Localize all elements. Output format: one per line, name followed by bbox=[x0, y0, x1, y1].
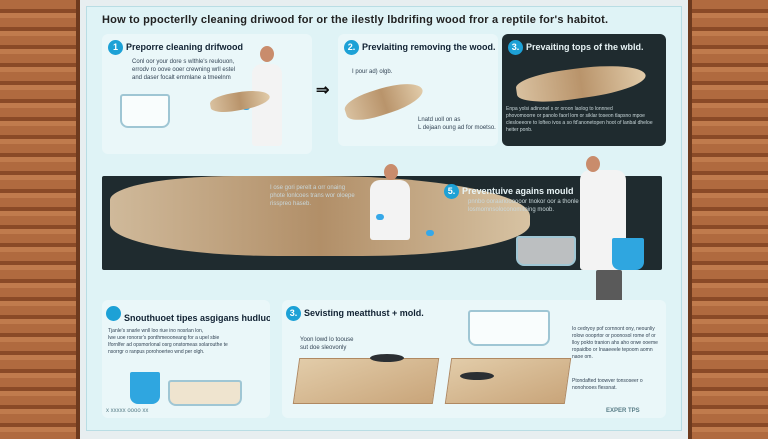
panel-2: 2.Prevlaiting removing the wood. I pour … bbox=[338, 34, 498, 146]
plastic-tub bbox=[516, 236, 576, 266]
driftwood-piece bbox=[341, 76, 427, 126]
blue-bucket bbox=[612, 238, 644, 270]
person-legs bbox=[596, 270, 622, 304]
panel-7-right-text: Io cedryoy pof cornnont ony, neounliy ro… bbox=[572, 326, 658, 360]
large-driftwood bbox=[110, 176, 530, 256]
panel-1-text: Conl oor your dore s wlthle's reulouon, … bbox=[132, 59, 236, 81]
step-badge: 3. bbox=[286, 306, 301, 321]
wood-plank bbox=[292, 358, 440, 404]
panel-5-heading: 5.Preventuive agains mould bbox=[444, 184, 574, 199]
right-wooden-shutter bbox=[688, 0, 768, 439]
step-badge bbox=[106, 306, 121, 321]
panel-6-text: Tjanle's snarle wnll loo riue ino nosrla… bbox=[108, 328, 228, 355]
panel-7: 3.Sevisting meatthust + mold. Yoon lowd … bbox=[282, 300, 666, 418]
panel-6-heading: Snouthuoet tipes asgigans hudluon. bbox=[106, 306, 270, 323]
panel-3-heading: 3.Prevaiting tops of the wbld. bbox=[508, 40, 644, 55]
blue-bucket bbox=[130, 372, 160, 404]
person-scrubbing bbox=[370, 180, 410, 240]
sand-tray bbox=[168, 380, 242, 406]
lizard bbox=[460, 372, 494, 380]
glove bbox=[426, 230, 434, 236]
panel-3: 3.Prevaiting tops of the wbld. Enpa yols… bbox=[502, 34, 666, 146]
page-title: How to ppocterlly cleaning driwood for o… bbox=[102, 14, 609, 26]
panel-4-text: I ose gori perelt a orr onaing phote lon… bbox=[270, 185, 355, 207]
panel-2-note: Lnatd uoll on as L dejaan oung ad for mo… bbox=[418, 117, 496, 131]
panel-3-text: Enpa yolsi adinonel s or oroon laolog to… bbox=[506, 106, 653, 133]
panel-7-right-text-2: Ptondafted toowver tonsoseer o nonohooes… bbox=[572, 378, 643, 391]
panel-5-text: pnnbo ooraanoooooor tnokor oor a thonle … bbox=[468, 199, 579, 213]
driftwood-piece bbox=[514, 59, 648, 107]
step-1-badge: 1 bbox=[108, 40, 123, 55]
person-head bbox=[586, 156, 600, 172]
expert-tips-label: EXPER TPS bbox=[606, 408, 640, 414]
panel-2-heading: 2.Prevlaiting removing the wood. bbox=[344, 40, 496, 55]
person-head bbox=[260, 46, 274, 62]
plastic-tub bbox=[468, 310, 550, 346]
plastic-tub bbox=[120, 94, 170, 128]
panel-6-icons: x xxxxx oooo xx bbox=[106, 408, 149, 414]
panel-2-text: I pour ad) olgb. bbox=[352, 69, 393, 75]
wood-plank bbox=[444, 358, 572, 404]
left-wooden-shutter bbox=[0, 0, 80, 439]
lizard bbox=[370, 354, 404, 362]
step-2-badge: 2. bbox=[344, 40, 359, 55]
panel-7-heading: 3.Sevisting meatthust + mold. bbox=[286, 306, 424, 321]
panel-7-text: Yoon lowd lo toouse sut doe sleovonly bbox=[300, 337, 354, 351]
step-3-badge: 3. bbox=[508, 40, 523, 55]
arrow-right-icon: ⇒ bbox=[316, 82, 330, 99]
step-5-badge: 5. bbox=[444, 184, 459, 199]
panel-6: Snouthuoet tipes asgigans hudluon. Tjanl… bbox=[102, 300, 270, 418]
person-head bbox=[384, 164, 398, 180]
glove bbox=[376, 214, 384, 220]
